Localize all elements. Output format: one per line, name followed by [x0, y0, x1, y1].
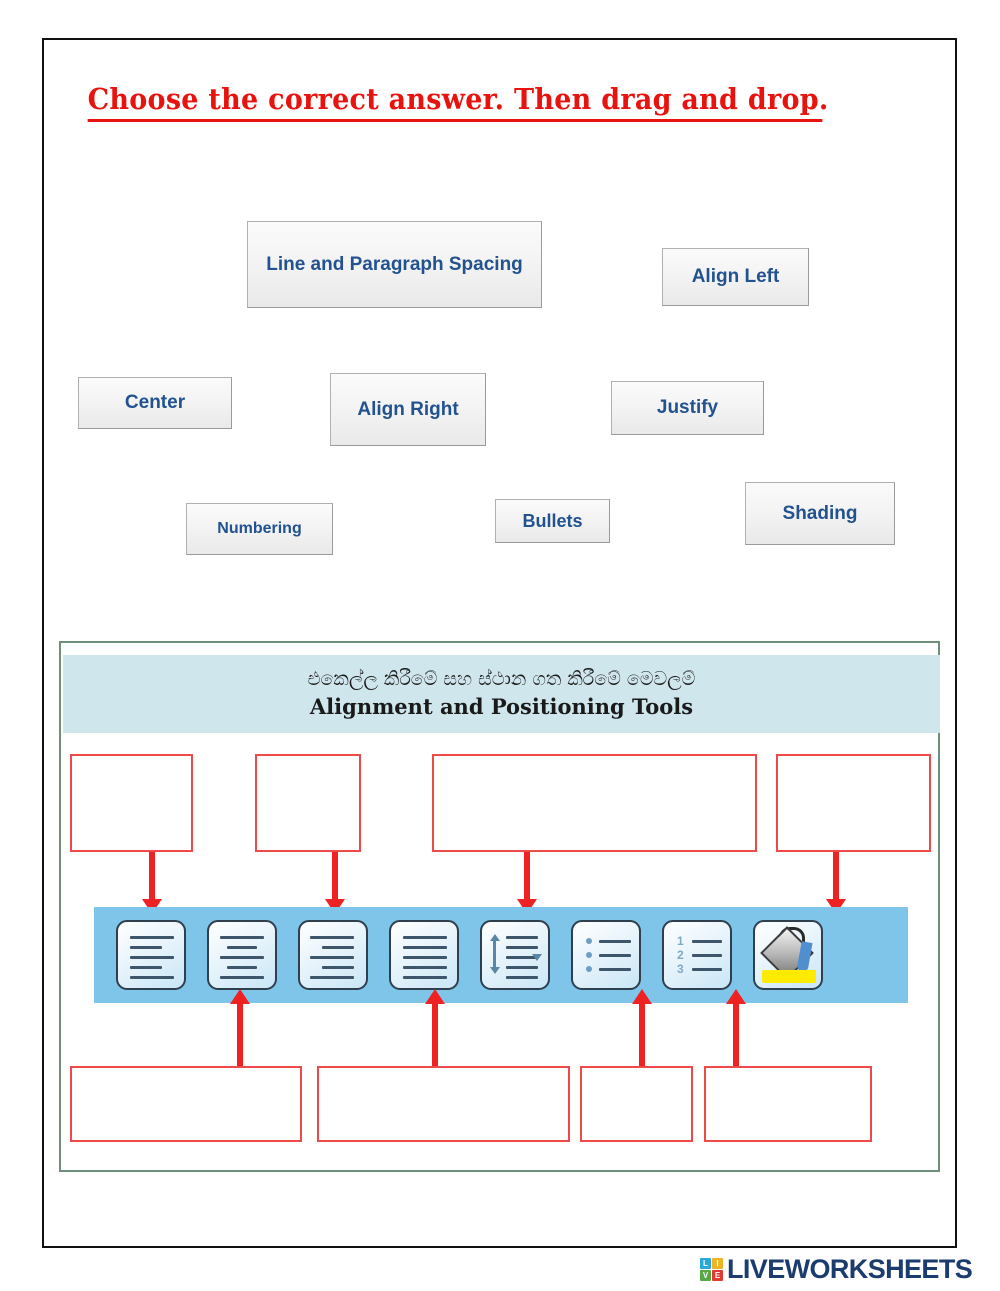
align-right-icon[interactable] — [298, 920, 368, 990]
shading-icon[interactable] — [753, 920, 823, 990]
icon-text-line — [506, 956, 538, 959]
icon-text-line — [599, 954, 631, 957]
icon-text-line — [599, 968, 631, 971]
icon-text-line — [220, 956, 264, 959]
icon-text-line — [227, 946, 257, 949]
arrow-up-3 — [632, 989, 652, 1068]
alignment-tools-diagram: එකෙල්ල කිරීමේ සහ ස්ථාන ගත කිරීමේ මෙවලම් … — [59, 641, 940, 1172]
drop-box-top-1[interactable] — [70, 754, 193, 852]
arrow-down-1 — [142, 852, 162, 914]
icon-text-line — [130, 956, 174, 959]
spacing-stem — [493, 940, 496, 968]
shading-fill-swatch — [762, 970, 816, 983]
lw-mark-letter-v: V — [700, 1270, 711, 1281]
icon-text-line — [692, 968, 722, 971]
align-center-icon[interactable] — [207, 920, 277, 990]
bullets-icon[interactable] — [571, 920, 641, 990]
drop-box-top-2[interactable] — [255, 754, 361, 852]
icon-text-line — [310, 956, 354, 959]
icon-text-line — [310, 936, 354, 939]
line-spacing-icon[interactable] — [480, 920, 550, 990]
drop-box-bottom-1[interactable] — [70, 1066, 302, 1142]
arrow-up-2 — [425, 989, 445, 1068]
arrow-head-icon — [726, 989, 746, 1004]
bullet-dot-icon — [586, 952, 592, 958]
icon-text-line — [227, 966, 257, 969]
icon-text-line — [506, 966, 538, 969]
drop-box-bottom-2[interactable] — [317, 1066, 570, 1142]
list-number-3: 3 — [677, 962, 684, 976]
icon-text-line — [220, 976, 264, 979]
panel-header: එකෙල්ල කිරීමේ සහ ස්ථාන ගත කිරීමේ මෙවලම් … — [63, 655, 940, 733]
drop-box-bottom-4[interactable] — [704, 1066, 872, 1142]
icon-text-line — [599, 940, 631, 943]
drop-box-bottom-3[interactable] — [580, 1066, 693, 1142]
draggable-answer-numbering[interactable]: Numbering — [186, 503, 333, 555]
icon-text-line — [403, 956, 447, 959]
arrow-head-icon — [632, 989, 652, 1004]
bullet-dot-icon — [586, 938, 592, 944]
icon-text-line — [506, 936, 538, 939]
icon-text-line — [130, 946, 162, 949]
spacing-down-arrow-icon — [490, 967, 500, 974]
drop-box-top-3[interactable] — [432, 754, 757, 852]
spacing-up-arrow-icon — [490, 934, 500, 941]
icon-text-line — [322, 966, 354, 969]
icon-text-line — [130, 976, 174, 979]
justify-icon[interactable] — [389, 920, 459, 990]
icon-text-line — [310, 976, 354, 979]
icon-text-line — [130, 936, 174, 939]
icon-text-line — [403, 966, 447, 969]
icon-text-line — [322, 946, 354, 949]
list-number-2: 2 — [677, 948, 684, 962]
list-number-1: 1 — [677, 934, 684, 948]
icon-text-line — [403, 976, 447, 979]
lw-mark-letter-i: I — [712, 1258, 723, 1269]
icon-text-line — [506, 976, 538, 979]
arrow-head-icon — [230, 989, 250, 1004]
draggable-answer-align-right[interactable]: Align Right — [330, 373, 486, 446]
draggable-answer-center[interactable]: Center — [78, 377, 232, 429]
arrow-down-3 — [517, 852, 537, 914]
arrow-up-4 — [726, 989, 746, 1068]
arrow-head-icon — [425, 989, 445, 1004]
drop-box-top-4[interactable] — [776, 754, 931, 852]
draggable-answer-line-and-paragraph-spacing[interactable]: Line and Paragraph Spacing — [247, 221, 542, 308]
page-title: Choose the correct answer. Then drag and… — [87, 82, 828, 122]
draggable-answer-align-left[interactable]: Align Left — [662, 248, 809, 306]
panel-title-english: Alignment and Positioning Tools — [309, 693, 694, 719]
chevron-down-icon[interactable] — [532, 954, 542, 961]
draggable-answer-shading[interactable]: Shading — [745, 482, 895, 545]
icon-text-line — [130, 966, 162, 969]
icon-text-line — [220, 936, 264, 939]
icon-text-line — [692, 954, 722, 957]
align-left-icon[interactable] — [116, 920, 186, 990]
icon-text-line — [692, 940, 722, 943]
arrow-down-4 — [826, 852, 846, 914]
liveworksheets-wordmark: LIVEWORKSHEETS — [727, 1254, 973, 1284]
icon-text-line — [506, 946, 538, 949]
draggable-answer-bullets[interactable]: Bullets — [495, 499, 610, 543]
panel-title-sinhala: එකෙල්ල කිරීමේ සහ ස්ථාන ගත කිරීමේ මෙවලම් — [307, 668, 696, 691]
icon-text-line — [403, 936, 447, 939]
draggable-answer-justify[interactable]: Justify — [611, 381, 764, 435]
lw-mark-letter-e: E — [712, 1270, 723, 1281]
lw-mark-letter-l: L — [700, 1258, 711, 1269]
bullet-dot-icon — [586, 966, 592, 972]
arrow-down-2 — [325, 852, 345, 914]
arrow-up-1 — [230, 989, 250, 1068]
icon-text-line — [403, 946, 447, 949]
